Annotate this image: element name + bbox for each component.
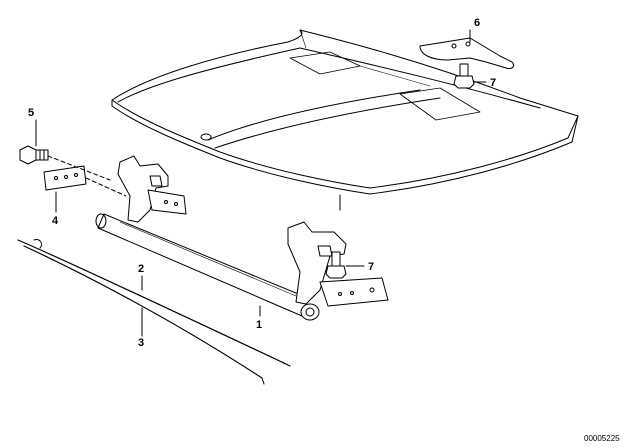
part-2-3-rods bbox=[18, 240, 290, 384]
callout-7-upper: 7 bbox=[490, 77, 496, 89]
callout-7-lower: 7 bbox=[368, 261, 374, 273]
callout-1: 1 bbox=[256, 319, 262, 331]
part-4-hinge-plate bbox=[44, 166, 86, 212]
diagram-code: 00005225 bbox=[584, 434, 620, 443]
callout-4: 4 bbox=[52, 215, 59, 227]
callout-6: 6 bbox=[474, 17, 480, 29]
part-7-screw-upper bbox=[454, 64, 486, 88]
dash-line-4 bbox=[85, 177, 127, 197]
callout-3: 3 bbox=[138, 337, 144, 349]
part-1-hinge-assembly bbox=[96, 156, 388, 320]
engine-hood bbox=[112, 30, 578, 194]
callout-2: 2 bbox=[138, 263, 144, 275]
part-7-screw-lower bbox=[326, 252, 364, 278]
dash-line-5 bbox=[47, 155, 111, 181]
callout-5: 5 bbox=[28, 107, 34, 119]
part-6-bracket bbox=[420, 30, 514, 69]
part-5-bolt bbox=[20, 120, 48, 164]
